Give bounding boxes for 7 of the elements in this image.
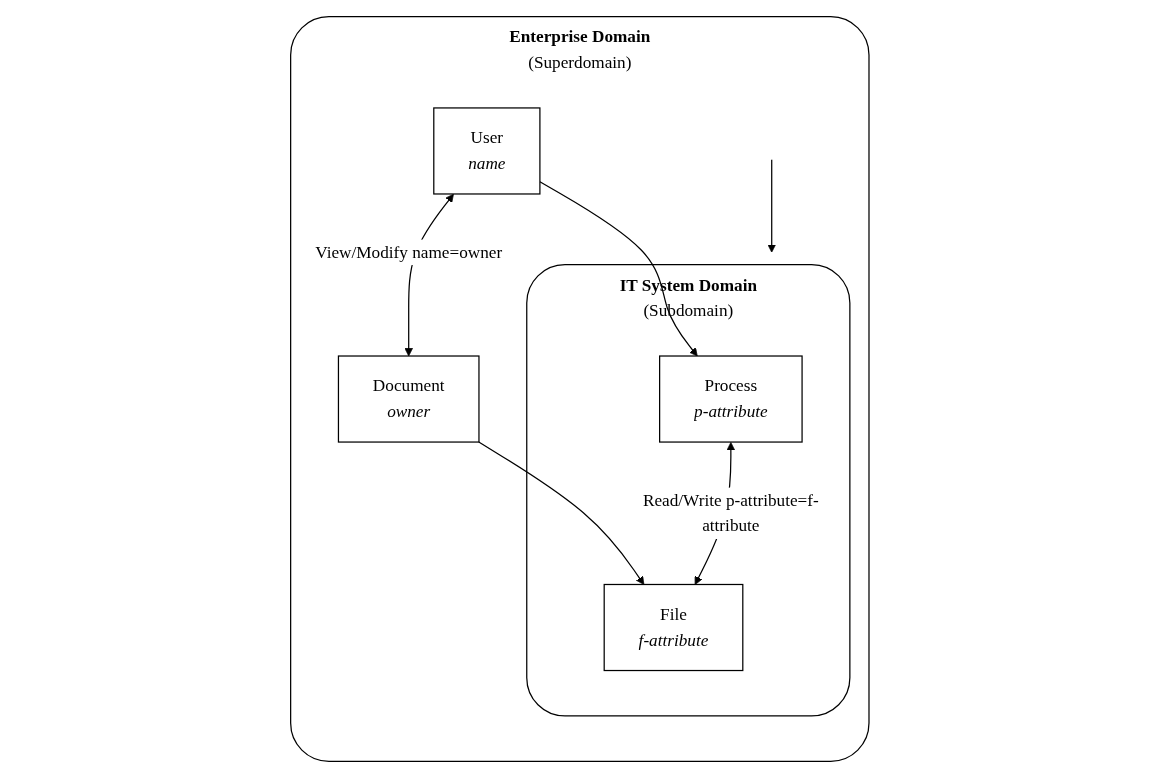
node-box: File f-attribute: [603, 583, 744, 671]
arrow: [767, 158, 777, 253]
edge-label: Read/Write p-attribute=f-attribute: [643, 489, 819, 535]
edge-label: View/Modify name=owner: [315, 241, 503, 261]
node-box: User name: [433, 106, 541, 195]
arrow: [478, 440, 645, 585]
node-box: Document owner: [338, 354, 480, 443]
